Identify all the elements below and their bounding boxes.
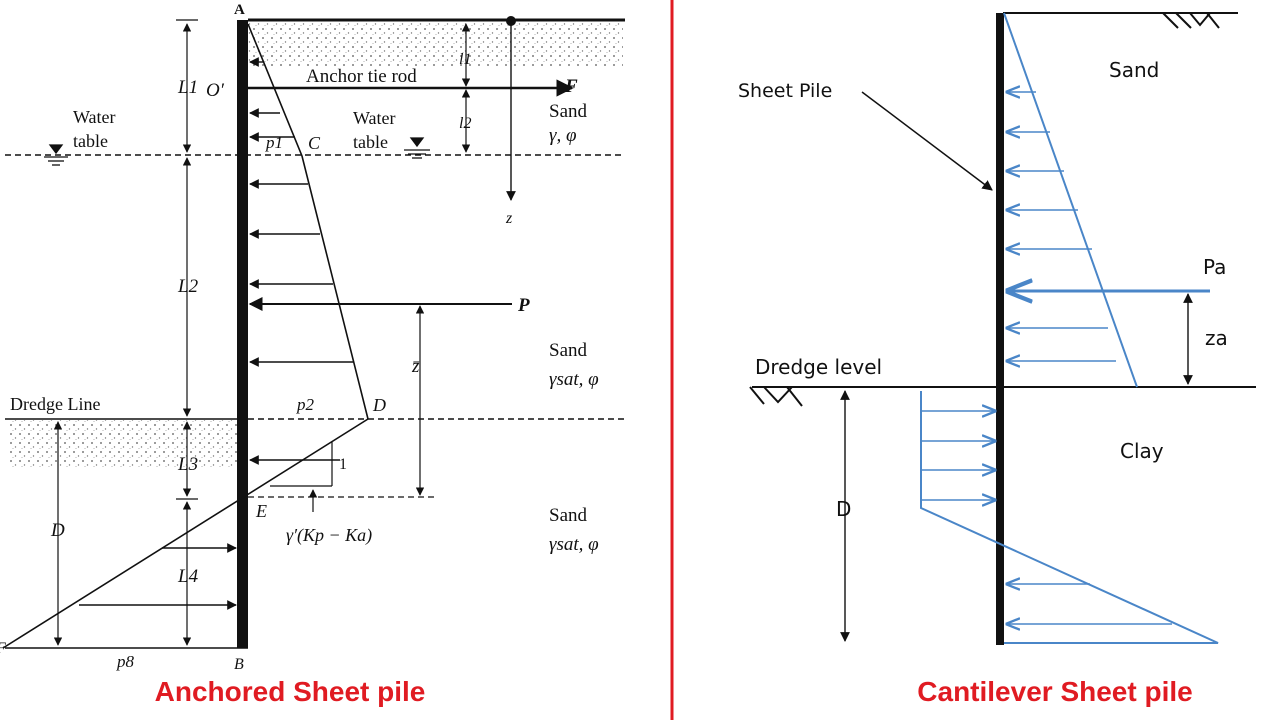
L2-label: L2 bbox=[177, 276, 199, 297]
water-table-left-2: table bbox=[73, 131, 108, 151]
anchor-tie-rod-label: Anchor tie rod bbox=[306, 66, 417, 87]
L4-label: L4 bbox=[177, 566, 199, 587]
p2-label: p2 bbox=[296, 395, 315, 414]
dredge-level-label: Dredge level bbox=[755, 355, 882, 379]
active-pressure-arrows-right bbox=[1007, 92, 1116, 361]
D-label-left: D bbox=[50, 520, 65, 541]
point-D: D bbox=[372, 395, 386, 415]
clay-pressure-arrows bbox=[921, 411, 995, 500]
clay-label: Clay bbox=[1120, 439, 1164, 463]
sand-top-props: γ, φ bbox=[549, 125, 577, 146]
sand-mid-props: γsat, φ bbox=[549, 369, 599, 390]
force-F-label: F bbox=[564, 76, 578, 97]
p8-label: p8 bbox=[116, 652, 135, 671]
anchored-caption: Anchored Sheet pile bbox=[154, 676, 426, 707]
dredge-sand-hatch bbox=[8, 420, 238, 468]
point-F-corner: F bbox=[0, 640, 6, 657]
L1-label: L1 bbox=[177, 77, 198, 98]
z-axis-label: z bbox=[505, 210, 513, 227]
clay-pressure-outline bbox=[920, 391, 1219, 644]
D-label-right: D bbox=[836, 497, 851, 521]
left-dimension-lines bbox=[53, 19, 198, 646]
cantilever-sheet-pile bbox=[996, 13, 1004, 645]
passive-pressure-arrows bbox=[79, 543, 237, 610]
sheet-pile-label: Sheet Pile bbox=[738, 80, 832, 102]
point-A: A bbox=[234, 2, 245, 18]
point-B: B bbox=[234, 656, 244, 673]
sand-bot-props: γsat, φ bbox=[549, 534, 599, 555]
active-pressure-profile bbox=[247, 23, 369, 420]
active-pressure-line bbox=[1003, 12, 1138, 388]
water-table-left-1: Water bbox=[73, 107, 116, 127]
sand-bot-label: Sand bbox=[549, 505, 588, 526]
sheet-pile-pointer bbox=[861, 91, 993, 191]
sand-label: Sand bbox=[1109, 58, 1159, 82]
l2-label: l2 bbox=[459, 115, 471, 132]
slope-expression: γ′(Kp − Ka) bbox=[286, 525, 372, 546]
slope-triangle bbox=[270, 442, 333, 487]
point-O: O′ bbox=[206, 80, 225, 101]
water-table-symbol-right bbox=[404, 137, 430, 159]
anchored-sheet-pile bbox=[237, 20, 248, 648]
backfill-sand-hatch bbox=[248, 22, 623, 67]
cantilever-caption: Cantilever Sheet pile bbox=[917, 676, 1193, 707]
P-label: P bbox=[517, 295, 530, 316]
p1-label: p1 bbox=[265, 133, 283, 152]
cantilever-sheet-pile-diagram: Sheet Pile Sand Pa za Dredge level Clay … bbox=[738, 12, 1256, 645]
sand-top-label: Sand bbox=[549, 101, 588, 122]
L3-label: L3 bbox=[177, 454, 198, 475]
point-C: C bbox=[308, 133, 321, 153]
sand-mid-label: Sand bbox=[549, 340, 588, 361]
anchored-sheet-pile-diagram: A O′ Anchor tie rod F l1 l2 Sand γ, φ Wa… bbox=[0, 2, 625, 673]
l1-label: l1 bbox=[459, 51, 471, 68]
water-table-symbol-left bbox=[44, 144, 68, 166]
water-table-right-1: Water bbox=[353, 108, 396, 128]
zbar-label: z̄ bbox=[411, 356, 420, 377]
Pa-label: Pa bbox=[1203, 255, 1226, 279]
point-E: E bbox=[255, 501, 267, 521]
ground-symbol-dredge bbox=[749, 386, 803, 407]
water-table-right-2: table bbox=[353, 132, 388, 152]
dredge-line-label: Dredge Line bbox=[10, 394, 100, 414]
za-label: za bbox=[1205, 326, 1228, 350]
bottom-pressure-arrows bbox=[1007, 584, 1172, 624]
active-pressure-arrows bbox=[249, 57, 353, 465]
slope-one-label: 1 bbox=[339, 456, 347, 473]
ground-symbol-top bbox=[1162, 12, 1220, 29]
